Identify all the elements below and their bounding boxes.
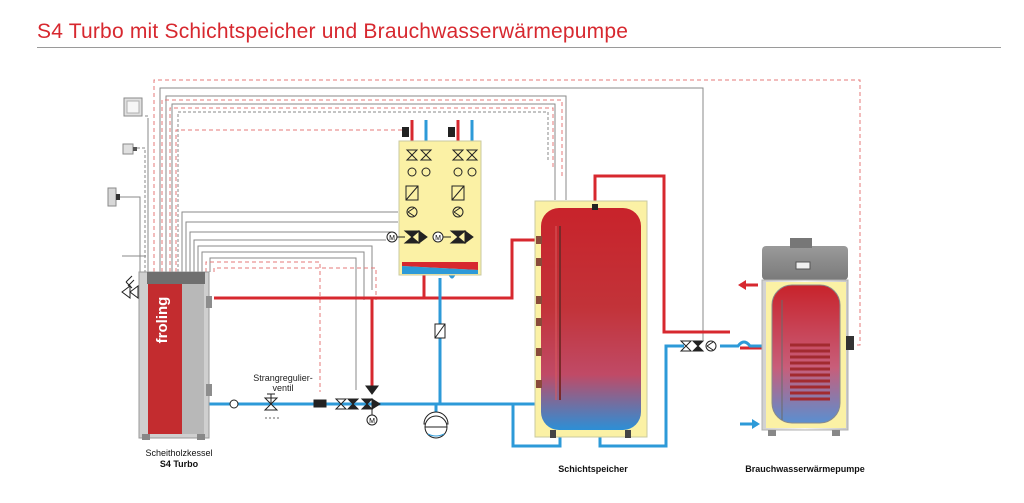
- boiler-brand-logo: froling: [154, 297, 171, 344]
- pipes-dhw-connections: [740, 283, 758, 426]
- expansion-vessel: [423, 411, 449, 439]
- return-check-valve: [434, 323, 446, 339]
- title-divider: [37, 47, 1001, 48]
- motor-label-2: M: [435, 235, 441, 242]
- boiler-s4-turbo: [138, 271, 212, 440]
- room-sensor: [122, 143, 137, 155]
- pipes-cold: [208, 120, 766, 448]
- storage-tank: [534, 200, 648, 438]
- balancing-valve-label: Strangregulier-: [253, 373, 313, 383]
- boiler-label: Scheitholzkessel: [145, 448, 212, 458]
- boiler-model-label: S4 Turbo: [160, 459, 199, 469]
- room-controller: [123, 97, 143, 117]
- dhw-feed-fittings: [679, 340, 717, 352]
- module-valves: [386, 149, 479, 244]
- page-title: S4 Turbo mit Schichtspeicher und Brauchw…: [37, 20, 629, 43]
- dhw-heat-pump: [761, 238, 854, 436]
- flow-arrows: [738, 280, 760, 429]
- heatpump-label: Brauchwasserwärmepumpe: [745, 464, 865, 474]
- safety-valve-icon: [121, 275, 139, 299]
- outdoor-sensor: [107, 187, 120, 207]
- storage-label: Schichtspeicher: [558, 464, 628, 474]
- balancing-valve-label-2: ventil: [272, 383, 293, 393]
- return-motor-label: M: [369, 418, 375, 425]
- boiler-return-fittings: [229, 385, 381, 426]
- motor-label-1: M: [389, 235, 395, 242]
